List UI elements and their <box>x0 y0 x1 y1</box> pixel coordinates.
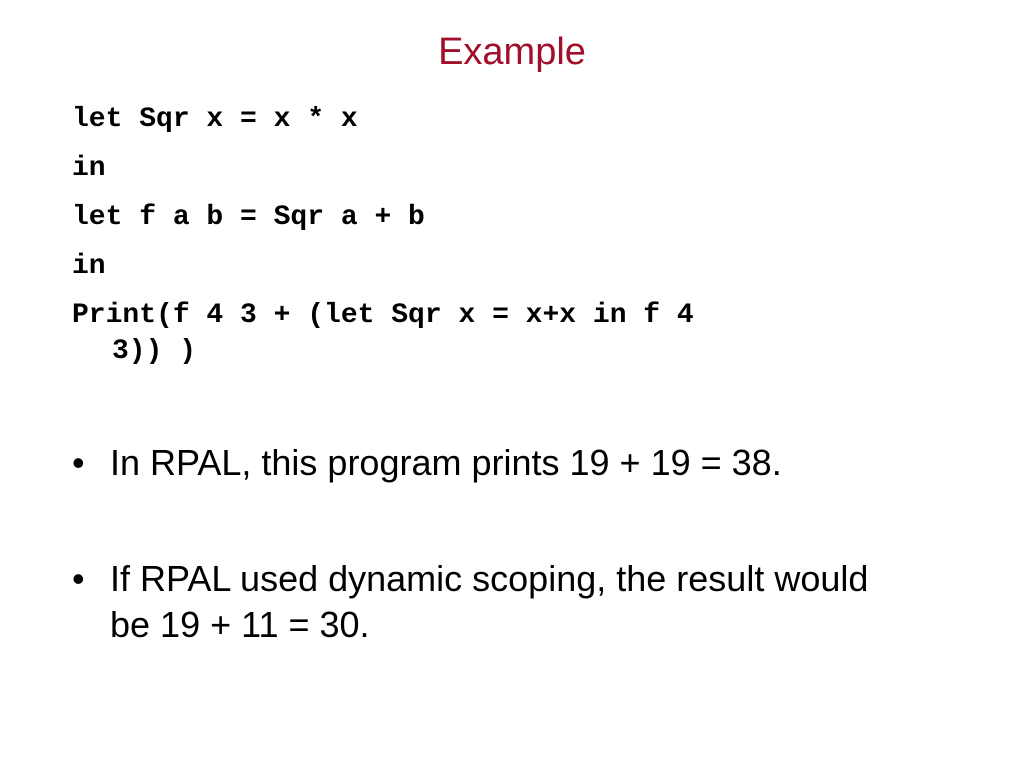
slide-title: Example <box>438 31 586 73</box>
bullet-item: • In RPAL, this program prints 19 + 19 =… <box>72 440 892 486</box>
code-block: let Sqr x = x * x in let f a b = Sqr a +… <box>72 98 972 379</box>
bullet-text: In RPAL, this program prints 19 + 19 = 3… <box>110 442 782 483</box>
code-line: let f a b = Sqr a + b <box>72 202 425 233</box>
code-line: let Sqr x = x * x <box>72 104 358 135</box>
bullet-item: • If RPAL used dynamic scoping, the resu… <box>72 556 892 648</box>
bullet-list: • In RPAL, this program prints 19 + 19 =… <box>72 440 892 648</box>
code-line: in <box>72 251 106 282</box>
bullet-text: If RPAL used dynamic scoping, the result… <box>110 558 869 645</box>
code-line: in <box>72 153 106 184</box>
bullet-icon: • <box>72 442 85 483</box>
bullet-icon: • <box>72 558 85 599</box>
code-line: Print(f 4 3 + (let Sqr x = x+x in f 4 <box>72 300 694 331</box>
code-line-continuation: 3)) ) <box>112 336 197 367</box>
